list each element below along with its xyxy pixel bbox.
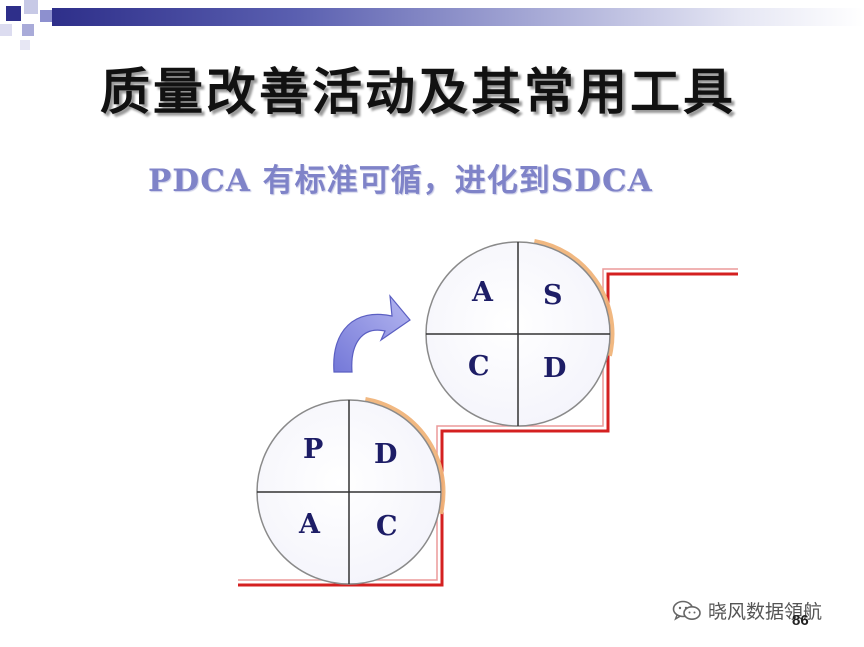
- pdca-label-check: C: [376, 511, 398, 542]
- watermark-text: 晓风数据領航: [708, 601, 823, 623]
- slide-title: 质量改善活动及其常用工具: [100, 62, 736, 121]
- wechat-icon: [672, 600, 701, 621]
- watermark: 晓风数据領航: [672, 597, 822, 624]
- header-bar: [52, 8, 864, 26]
- page-number: 86: [792, 612, 809, 629]
- pdca-cycle: P D A C: [252, 395, 446, 589]
- corner-decoration: [0, 0, 52, 50]
- sdca-cycle: A S C D: [421, 237, 615, 431]
- curved-arrow-icon: [333, 294, 411, 373]
- sdca-label-do: D: [543, 353, 566, 384]
- pdca-label-plan: P: [303, 434, 323, 465]
- pdca-label-act: A: [298, 509, 321, 540]
- sdca-label-act: A: [471, 277, 494, 308]
- sdca-label-check: C: [468, 351, 490, 382]
- slide-subtitle: PDCA 有标准可循，进化到SDCA: [148, 163, 653, 199]
- sdca-label-standardize: S: [543, 280, 563, 311]
- pdca-label-do: D: [374, 439, 397, 470]
